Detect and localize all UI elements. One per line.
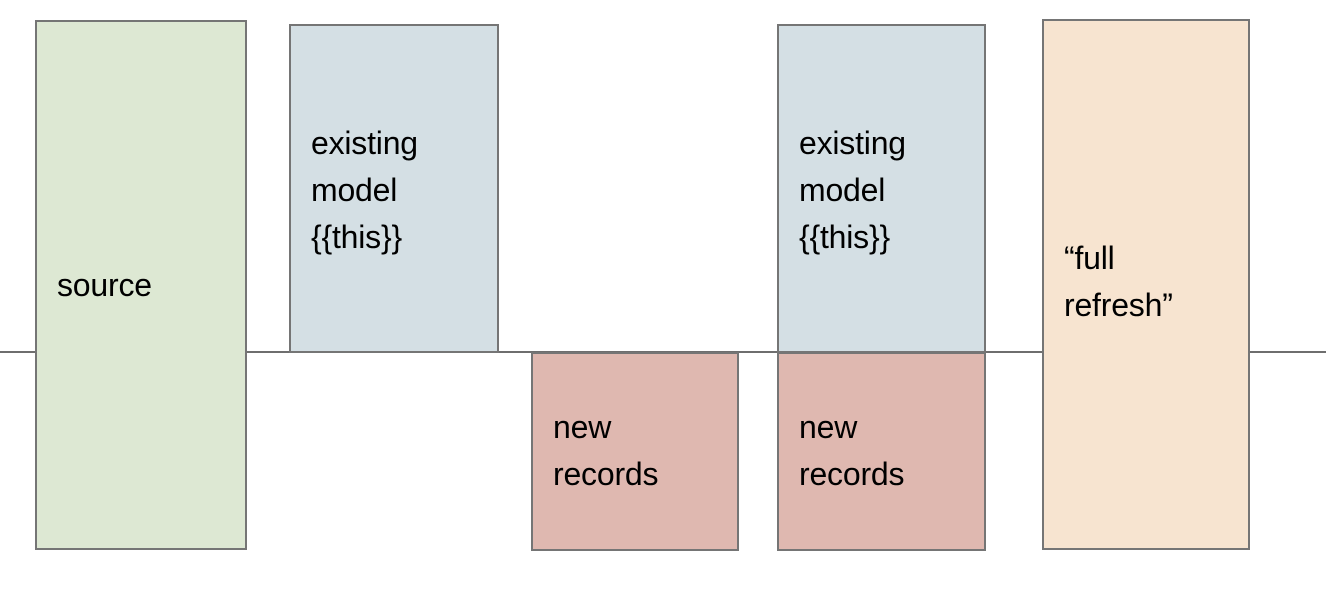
block-new-records-2[interactable]: new records — [777, 352, 986, 551]
block-source[interactable]: source — [35, 20, 247, 550]
block-existing-model-1-label: existing model {{this}} — [311, 125, 418, 255]
block-existing-model-2-label: existing model {{this}} — [799, 125, 906, 255]
block-new-records-1-label: new records — [553, 409, 659, 492]
block-existing-model-2[interactable]: existing model {{this}} — [777, 24, 986, 353]
block-existing-model-1[interactable]: existing model {{this}} — [289, 24, 499, 353]
block-full-refresh-label: “full refresh” — [1064, 240, 1173, 323]
block-source-label: source — [57, 266, 152, 303]
block-full-refresh[interactable]: “full refresh” — [1042, 19, 1250, 550]
block-new-records-2-label: new records — [799, 409, 905, 492]
block-new-records-1[interactable]: new records — [531, 352, 739, 551]
